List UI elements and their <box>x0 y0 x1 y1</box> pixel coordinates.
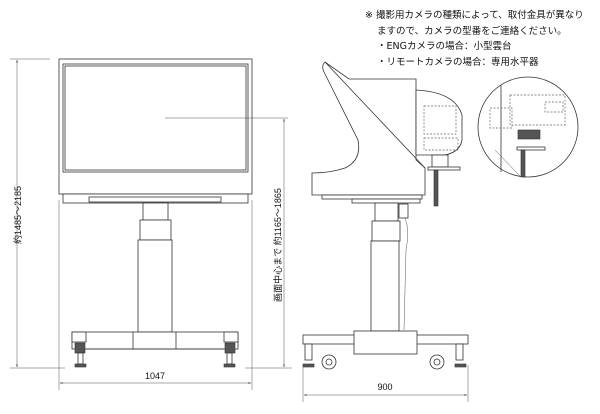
front-dimensions: 約1485～2185 画面中心まで 約1165～1865 1047 <box>10 58 292 390</box>
foot-left <box>74 363 87 368</box>
note-line-2: ますので、カメラの型番をご連絡ください。 <box>377 25 567 37</box>
mount-bracket <box>433 169 439 207</box>
remote-camera <box>517 129 541 140</box>
total-height-label: 約1485～2185 <box>12 186 23 244</box>
monitor-housing <box>58 58 253 195</box>
note-line-1: ※ 撮影用カメラの種類によって、取付金具が異なり <box>365 10 584 21</box>
foot-right <box>223 363 236 368</box>
camera-housing <box>415 89 463 156</box>
caster-left <box>74 342 86 354</box>
note-line-3: ・ENGカメラの場合：小型雲台 <box>377 41 512 52</box>
side-dimensions: 900 <box>302 365 469 402</box>
camera-plate <box>427 166 461 171</box>
pan-head <box>431 154 449 168</box>
side-column-middle <box>371 220 401 242</box>
side-depth-label: 900 <box>377 382 392 392</box>
side-column-upper <box>374 202 399 222</box>
teleprompter-hood <box>311 61 426 196</box>
column-lower <box>137 239 173 333</box>
column-middle <box>139 219 172 241</box>
base-frame <box>71 331 239 350</box>
remote-camera-detail <box>477 76 579 178</box>
caster-right <box>224 342 236 354</box>
side-view <box>302 61 469 370</box>
caster-wheel-left <box>321 354 337 370</box>
control-box <box>398 203 409 219</box>
side-column-lower <box>370 240 400 332</box>
front-view <box>58 58 288 368</box>
caster-wheel-right <box>429 354 445 370</box>
camera-mount-note: ※ 撮影用カメラの種類によって、取付金具が異なり ますので、カメラの型番をご連絡… <box>365 8 584 70</box>
front-width-label: 1047 <box>145 371 165 381</box>
column-upper <box>142 202 169 221</box>
note-line-4: ・リモートカメラの場合：専用水平器 <box>377 56 539 68</box>
screen-center-height-label: 画面中心まで 約1165～1865 <box>272 188 283 302</box>
